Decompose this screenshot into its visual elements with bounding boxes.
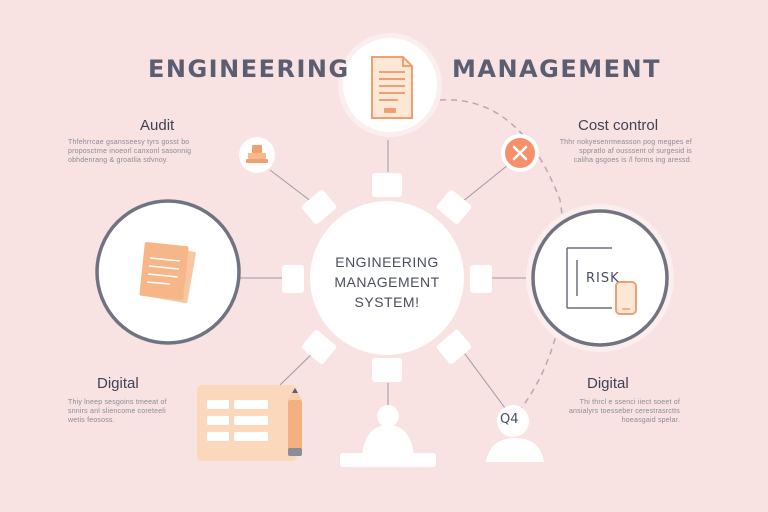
digital-left-desc-line: Thiy lneep sesgoins tmeeat of bbox=[68, 399, 167, 406]
close-icon bbox=[501, 134, 539, 172]
digital-left-desc-line: wetis feososs. bbox=[68, 417, 115, 424]
dashed-arc bbox=[439, 99, 566, 411]
q4-label: Q4 bbox=[500, 412, 519, 427]
title-right: MANAGEMENT bbox=[452, 55, 661, 83]
audit-desc-line: obhdenrang & groatlia sdvnoy. bbox=[68, 157, 169, 164]
audit-heading: Audit bbox=[140, 117, 175, 134]
center-hub-label: ENGINEERING MANAGEMENT SYSTEM! bbox=[312, 252, 462, 312]
document-node bbox=[338, 33, 442, 137]
spreadsheet-icon bbox=[197, 385, 297, 461]
digital-left-heading: Digital bbox=[97, 375, 139, 392]
risk-node bbox=[526, 204, 674, 352]
digital-right-desc: Thi thrcl e ssenci iiect soeet of ansial… bbox=[540, 398, 680, 425]
digital-right-heading: Digital bbox=[587, 375, 629, 392]
center-hub bbox=[282, 173, 492, 382]
cost-control-desc: Thhr nokyesenrmeasson pog megpes ef sppr… bbox=[540, 138, 692, 165]
digital-left-desc: Thiy lneep sesgoins tmeeat of snnirs anl… bbox=[68, 398, 188, 425]
hub-line-1: ENGINEERING bbox=[335, 254, 439, 270]
risk-label: RISK bbox=[586, 271, 620, 286]
digital-left-desc-line: snnirs anl sliencome coreteeli bbox=[68, 408, 166, 415]
digital-right-desc-line: Thi thrcl e ssenci iiect soeet of bbox=[579, 399, 680, 406]
pencil-icon bbox=[288, 388, 302, 456]
connector-lines bbox=[238, 140, 530, 409]
hub-line-2: MANAGEMENT bbox=[334, 274, 440, 290]
cost-desc-line: Thhr nokyesenrmeasson pog megpes ef bbox=[559, 139, 692, 146]
q4-node bbox=[486, 405, 544, 462]
cost-desc-line: sppratlo af ousssent of surgesid is bbox=[579, 148, 692, 155]
audit-desc-line: Thfehrrcae gsansseesy tyrs gosst bo bbox=[68, 139, 190, 146]
title-left: ENGINEERING bbox=[148, 55, 350, 83]
papers-node bbox=[95, 199, 241, 345]
audit-desc-line: proposctrne inoeorl canxonl sasonnig bbox=[68, 148, 192, 155]
cost-desc-line: caliha gsgoes is /l forms ing aressd. bbox=[573, 157, 692, 164]
stand-icon bbox=[340, 405, 436, 467]
hub-line-3: SYSTEM! bbox=[354, 294, 420, 310]
digital-right-desc-line: hoeasgaid spelar. bbox=[621, 417, 680, 424]
audit-desc: Thfehrrcae gsansseesy tyrs gosst bo prop… bbox=[68, 138, 228, 165]
digital-right-desc-line: ansialyrs toesseber cerestrasrctts bbox=[568, 408, 680, 415]
stamp-icon bbox=[239, 137, 275, 173]
cost-control-heading: Cost control bbox=[578, 117, 659, 134]
